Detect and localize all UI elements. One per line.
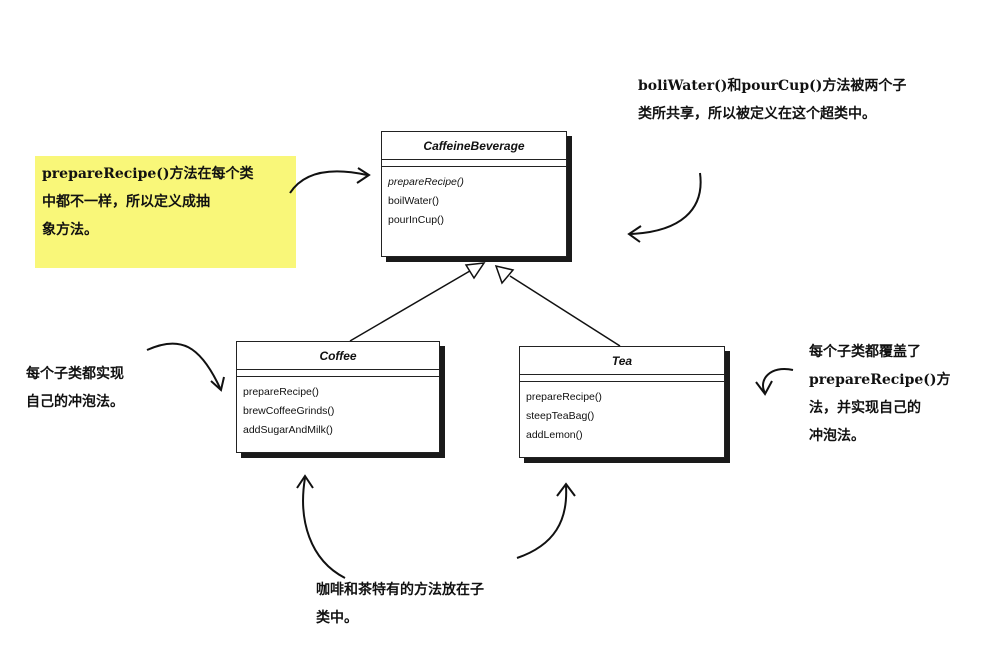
note-line: 中都不一样，所以定义成抽 <box>42 194 210 210</box>
note-line: 每个子类都实现 <box>26 366 124 382</box>
note-highlight <box>35 156 296 268</box>
class-caffeine-beverage: CaffeineBeverage prepareRecipe() boilWat… <box>381 131 567 257</box>
class-attributes <box>520 375 724 382</box>
class-methods: prepareRecipe() brewCoffeeGrinds() addSu… <box>237 377 439 446</box>
class-methods: prepareRecipe() boilWater() pourInCup() <box>382 167 566 236</box>
note-boil-water: boliWater()和pourCup()方法被两个子 类所共享，所以被定义在这… <box>638 72 906 128</box>
note-line: 冲泡法。 <box>809 428 865 444</box>
subclass-impl-arrow <box>146 342 221 389</box>
method-brew-coffee-grinds: brewCoffeeGrinds() <box>243 405 335 417</box>
note-prepare-recipe: prepareRecipe()方法在每个类 中都不一样，所以定义成抽 象方法。 <box>42 160 254 244</box>
tea-inheritance-arrowhead <box>494 264 515 285</box>
coffee-methods-arrow <box>302 477 346 579</box>
method-add-sugar-and-milk: addSugarAndMilk() <box>243 424 333 436</box>
method-steep-tea-bag: steepTeaBag() <box>526 410 595 422</box>
note-line: boliWater()和pourCup()方法被两个子 <box>638 78 907 94</box>
class-tea: Tea prepareRecipe() steepTeaBag() addLem… <box>519 346 725 458</box>
class-name: CaffeineBeverage <box>382 132 566 160</box>
coffee-inheritance-arrowhead <box>464 262 486 280</box>
class-name: Tea <box>520 347 724 375</box>
note-line: 每个子类都覆盖了 <box>809 344 921 360</box>
note-line: prepareRecipe()方 <box>809 372 951 388</box>
subclass-override-arrow <box>762 368 794 394</box>
note-line: 法，并实现自己的 <box>809 400 921 416</box>
class-coffee: Coffee prepareRecipe() brewCoffeeGrinds(… <box>236 341 440 453</box>
method-pour-in-cup: pourInCup() <box>388 214 445 226</box>
note-subclass-override: 每个子类都覆盖了 prepareRecipe()方 法，并实现自己的 冲泡法。 <box>809 338 951 450</box>
method-prepare-recipe: prepareRecipe() <box>526 391 602 403</box>
note-line: 咖啡和茶特有的方法放在子 <box>316 582 484 598</box>
class-attributes <box>237 370 439 377</box>
note-line: 类中。 <box>316 610 358 626</box>
coffee-inheritance-line <box>349 267 476 342</box>
prepare-note-arrow <box>289 170 368 194</box>
method-boil-water: boilWater() <box>388 195 439 207</box>
boilwater-note-arrow <box>629 172 702 235</box>
class-methods: prepareRecipe() steepTeaBag() addLemon() <box>520 382 724 451</box>
note-subclass-methods: 咖啡和茶特有的方法放在子 类中。 <box>316 576 484 632</box>
class-name: Coffee <box>237 342 439 370</box>
method-prepare-recipe: prepareRecipe() <box>388 176 464 188</box>
tea-inheritance-line <box>509 275 621 347</box>
note-line: 象方法。 <box>42 222 98 238</box>
note-line: 类所共享，所以被定义在这个超类中。 <box>638 106 876 122</box>
note-subclass-impl: 每个子类都实现 自己的冲泡法。 <box>26 360 124 416</box>
note-line: prepareRecipe()方法在每个类 <box>42 166 254 182</box>
note-line: 自己的冲泡法。 <box>26 394 124 410</box>
method-prepare-recipe: prepareRecipe() <box>243 386 319 398</box>
method-add-lemon: addLemon() <box>526 429 583 441</box>
tea-methods-arrow <box>516 485 568 559</box>
class-attributes <box>382 160 566 167</box>
